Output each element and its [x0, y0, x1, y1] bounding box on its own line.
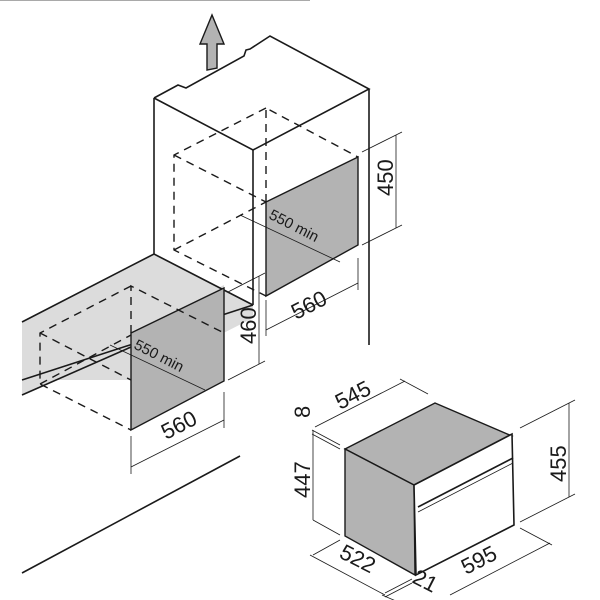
- upper-niche: [173, 106, 403, 336]
- appliance-front: [413, 432, 515, 577]
- upper-niche-height-label: 450: [373, 159, 398, 196]
- tall-cabinet: [153, 35, 371, 345]
- lower-niche-height-label: 460: [236, 307, 261, 344]
- appliance: [0, 0, 576, 600]
- niche-side-shade: [265, 155, 359, 298]
- lower-niche: [39, 272, 266, 474]
- appliance-panel-label: 8: [290, 406, 315, 418]
- upper-niche-width-label: 560: [287, 286, 331, 325]
- appliance-body-height-label: 447: [290, 461, 315, 498]
- niche-side-shade: [130, 286, 225, 432]
- appliance-depth-top-label: 545: [331, 376, 375, 415]
- arrow-up-icon: [198, 13, 226, 71]
- appliance-total-height-label: 455: [546, 445, 571, 482]
- floor-line: [21, 455, 241, 574]
- appliance-side: [344, 447, 416, 577]
